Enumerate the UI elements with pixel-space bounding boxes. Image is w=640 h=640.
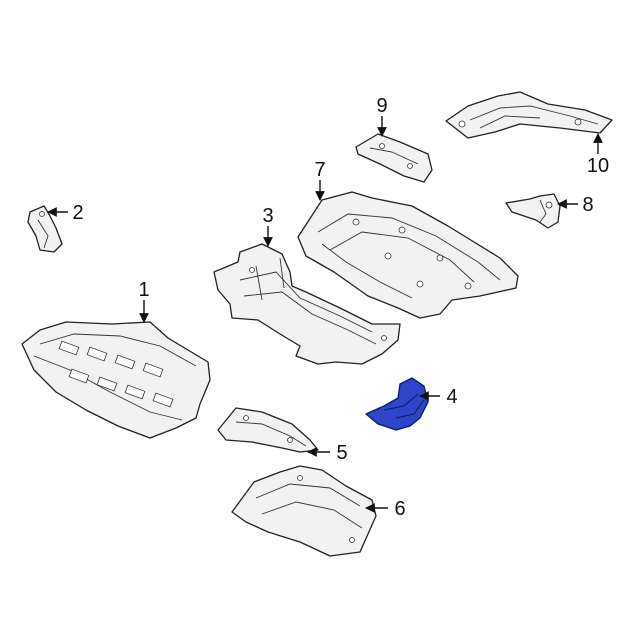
callout-9-label: 9 (376, 95, 387, 117)
part-4-bracket-highlighted[interactable] (365, 377, 429, 431)
callout-2-label: 2 (72, 202, 83, 224)
part-7-center-shield[interactable] (297, 191, 519, 319)
callout-4-label: 4 (446, 386, 457, 408)
part-10-shield[interactable] (445, 91, 613, 139)
callout-5-label: 5 (336, 442, 347, 464)
part-3-crossmember[interactable] (213, 243, 401, 365)
part-8-bracket[interactable] (505, 193, 561, 229)
callout-1-label: 1 (138, 279, 149, 301)
part-2-bracket[interactable] (27, 205, 63, 253)
callout-10-label: 10 (587, 155, 609, 177)
part-9-bracket[interactable] (355, 133, 433, 183)
callout-7-label: 7 (314, 159, 325, 181)
callout-8-label: 8 (582, 194, 593, 216)
callout-3-label: 3 (262, 205, 273, 227)
part-5-shield[interactable] (217, 407, 319, 453)
part-6-shield[interactable] (231, 465, 377, 557)
callout-6-label: 6 (394, 498, 405, 520)
part-1-skid-plate[interactable] (21, 321, 211, 439)
